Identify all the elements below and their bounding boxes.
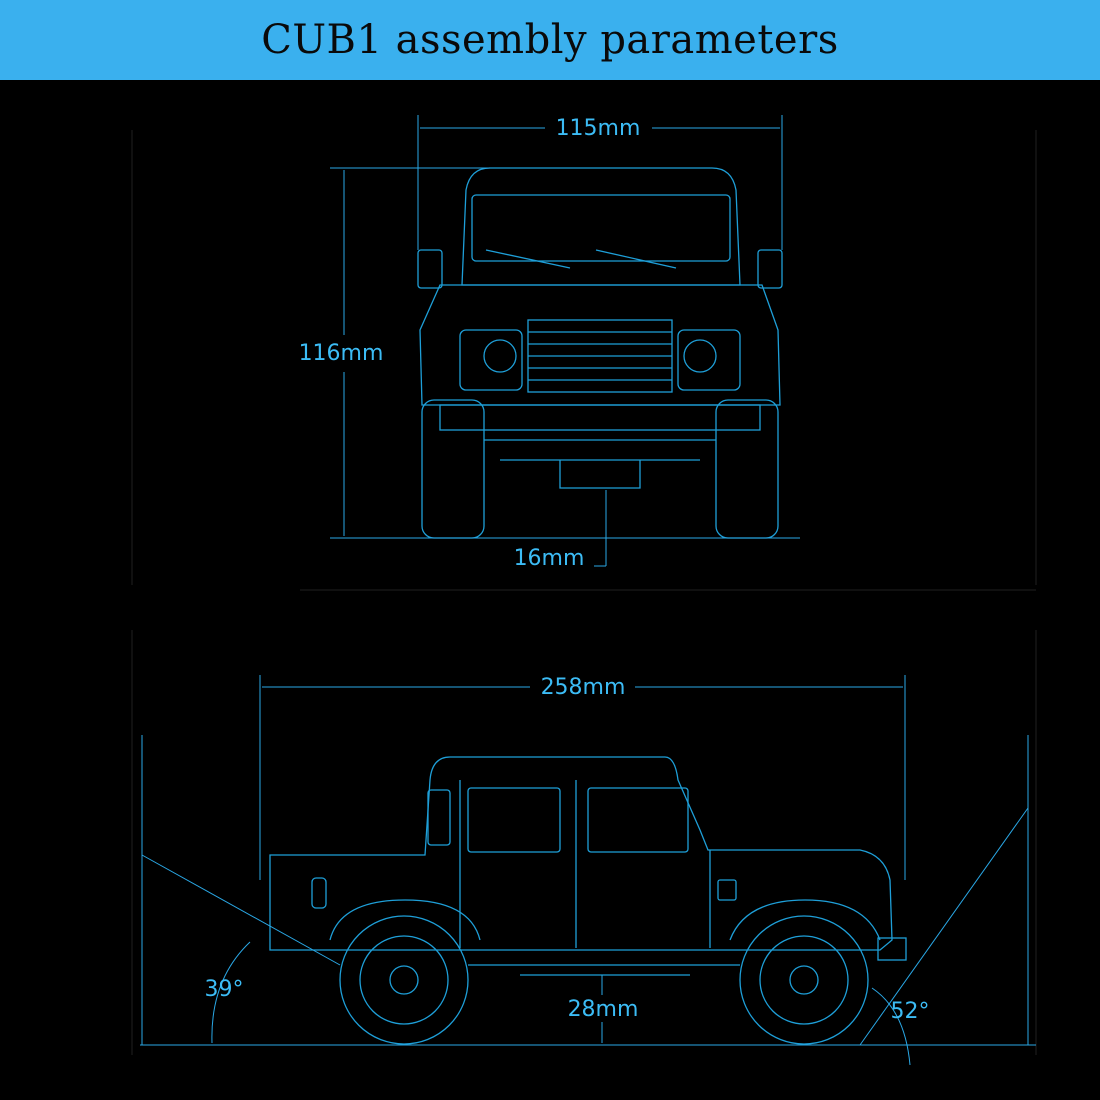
side-ground-clearance-label: 28mm	[568, 997, 639, 1022]
side-view-truck	[269, 756, 907, 1045]
side-length-label: 258mm	[541, 675, 626, 700]
side-view-dimensions: 258mm 28mm 39° 52°	[140, 675, 1036, 1066]
front-view-truck	[417, 167, 783, 539]
panel-frames	[131, 130, 1037, 1055]
front-ground-clearance-label: 16mm	[514, 546, 585, 571]
front-width-label: 115mm	[556, 116, 641, 141]
approach-angle-label: 39°	[205, 977, 244, 1002]
front-height-label: 116mm	[299, 341, 384, 366]
page-title: CUB1 assembly parameters	[261, 17, 839, 63]
departure-angle-label: 52°	[891, 999, 930, 1024]
title-banner: CUB1 assembly parameters	[0, 0, 1100, 80]
front-view-dimensions: 115mm 116mm 16mm	[299, 115, 800, 571]
